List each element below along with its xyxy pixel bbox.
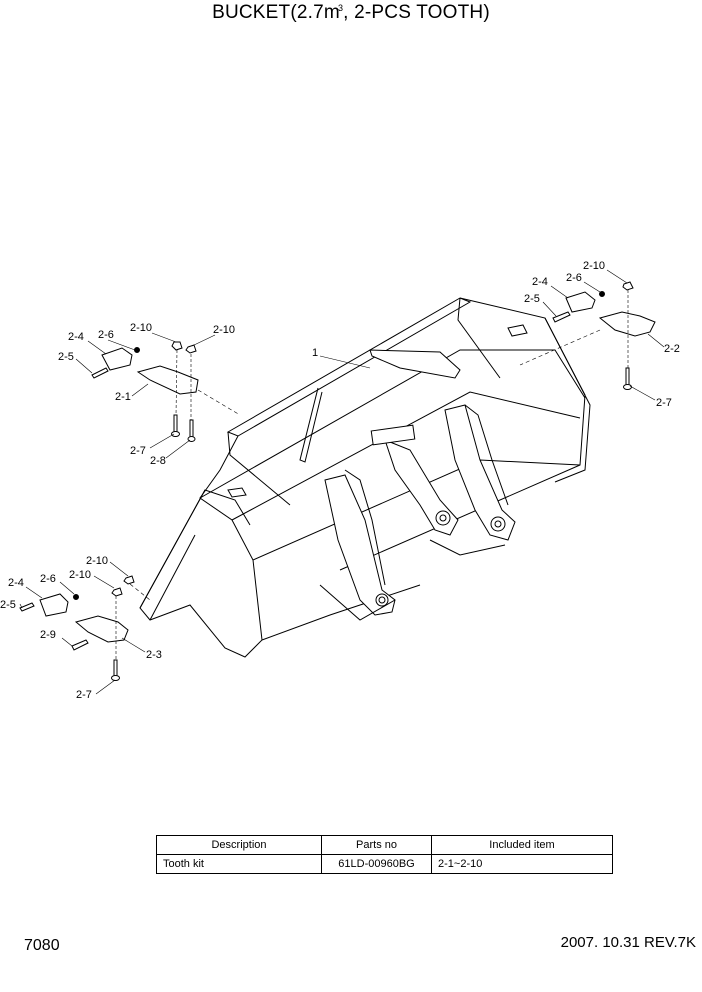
callout-2-4: 2-4 [532,276,548,288]
revision-date: 2007. 10.31 REV.7K [560,934,696,951]
page-number: 7080 [24,937,60,954]
column-header: Included item [431,835,613,855]
table-cell: 61LD-00960BG [321,854,432,874]
callout-2-9: 2-9 [40,629,56,641]
callout-2-2: 2-2 [664,343,680,355]
callout-2-6: 2-6 [566,272,582,284]
callout-2-10: 2-10 [213,324,235,336]
tooth-group-left[interactable] [91,341,199,442]
bucket-body[interactable] [139,297,591,658]
table-row: Tooth kit 61LD-00960BG 2-1~2-10 [156,854,613,874]
tooth-group-bottom[interactable] [19,575,135,681]
callout-labels: 1 2-10 2-10 2-4 2-6 2-5 2-1 2-7 2-8 2-10… [0,260,680,701]
callout-2-7: 2-7 [656,397,672,409]
title-main: BUCKET(2.7m [212,2,340,23]
callout-2-10: 2-10 [69,569,91,581]
leader-lines [19,269,665,695]
callout-2-5: 2-5 [0,599,16,611]
table-cell: Tooth kit [156,854,322,874]
parts-table: Description Parts no Included item Tooth… [156,835,613,874]
callout-2-7: 2-7 [130,445,146,457]
callout-1: 1 [312,347,318,359]
callout-2-3: 2-3 [146,649,162,661]
callout-2-10: 2-10 [130,322,152,334]
table-header-row: Description Parts no Included item [156,835,613,855]
title-rest: , 2-PCS TOOTH) [343,2,490,23]
callout-2-5: 2-5 [524,293,540,305]
callout-2-6: 2-6 [40,573,56,585]
table-cell: 2-1~2-10 [431,854,613,874]
callout-2-5: 2-5 [58,351,74,363]
callout-2-8: 2-8 [150,455,166,467]
callout-2-4: 2-4 [8,577,24,589]
column-header: Parts no [321,835,432,855]
bucket-mounting-lugs[interactable] [319,404,516,621]
callout-2-7: 2-7 [76,689,92,701]
callout-2-4: 2-4 [68,331,84,343]
column-header: Description [156,835,322,855]
tooth-group-right[interactable] [552,281,656,390]
callout-2-6: 2-6 [98,329,114,341]
callout-2-1: 2-1 [115,391,131,403]
callout-2-10: 2-10 [583,260,605,272]
title-superscript: 3 [337,2,344,13]
callout-2-10: 2-10 [86,555,108,567]
page-title: BUCKET(2.7m3, 2-PCS TOOTH) [0,2,702,24]
